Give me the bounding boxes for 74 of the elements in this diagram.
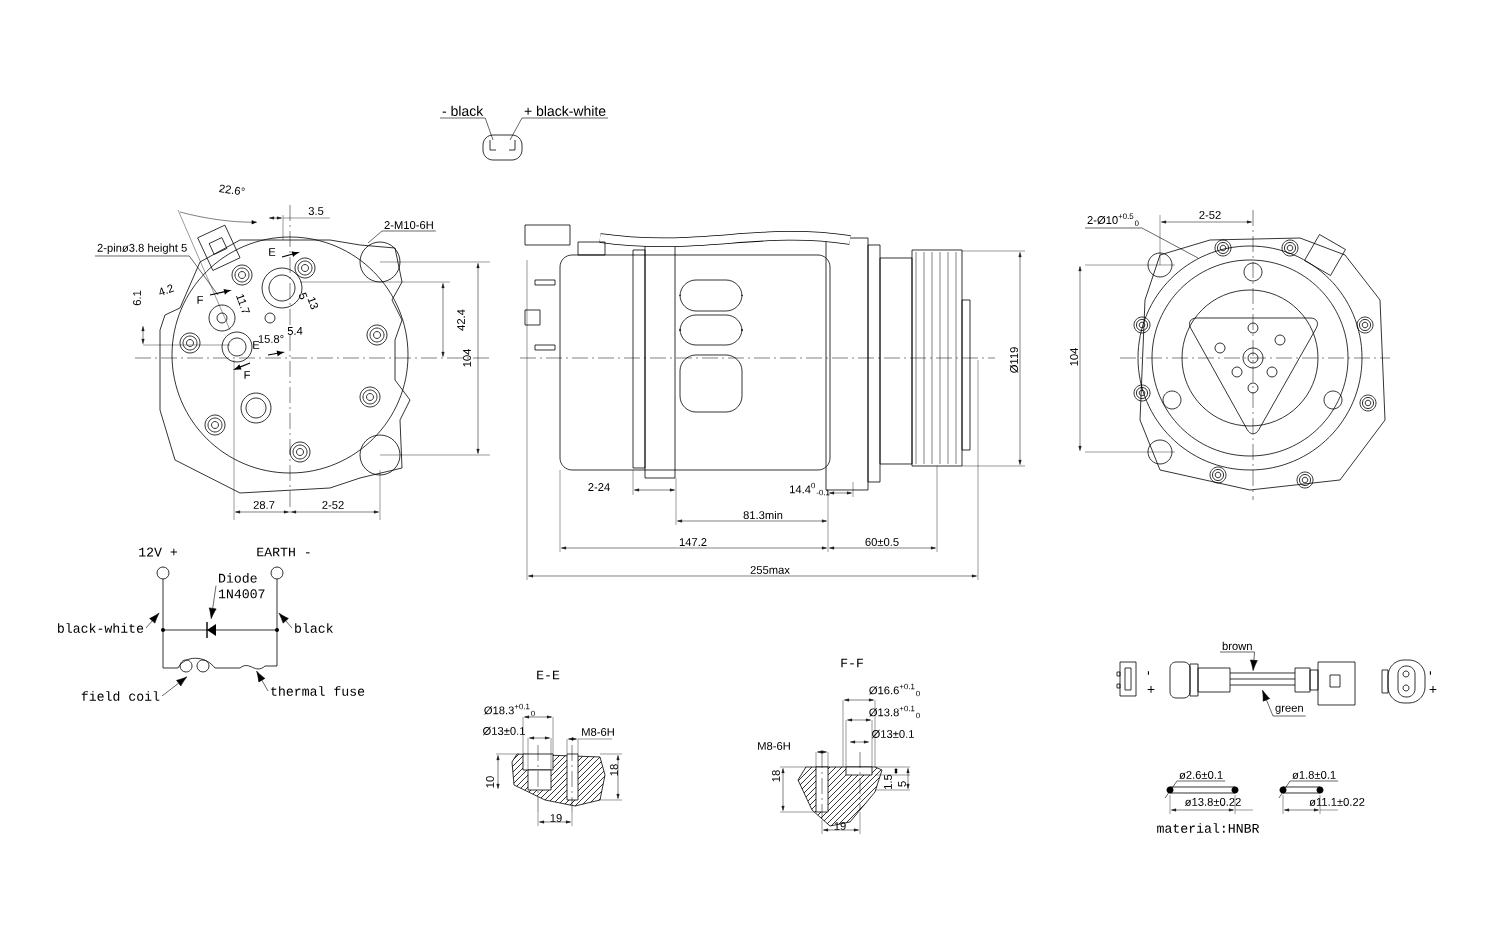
dimension-label: 4.2 (159, 284, 175, 295)
dimension-label: - (1147, 671, 1149, 675)
leader-text: ø1.8±0.1 (1292, 771, 1336, 779)
leader-line (145, 612, 160, 629)
leader-line (1262, 690, 1306, 717)
dimension-label: 60±0.5 (865, 538, 899, 546)
dimension-label: E (269, 248, 276, 256)
dimension-label: Ø13±0.1 (871, 729, 914, 739)
dimension-label: 11.7 (236, 294, 251, 313)
dimension-label: 28.7 (253, 501, 275, 509)
dimension-label: 1.5 (884, 774, 892, 789)
leader-text: field coil (81, 691, 160, 701)
leader-text: thermal fuse (271, 686, 365, 696)
dimension-label: M8-6H (758, 742, 790, 750)
dimension-label: ø13.8±0.22 (1184, 798, 1241, 806)
dimension-label: F (244, 371, 250, 379)
leader-text: brown (1222, 641, 1252, 650)
dimension-label: 42.4 (457, 309, 465, 331)
leader-line (439, 117, 494, 141)
leader-line (256, 670, 269, 692)
dimension-label: - (1429, 671, 1431, 675)
dimension-label: 2-52 (322, 501, 344, 509)
dimension-label: 15.8° (258, 335, 284, 343)
leader-line (1278, 780, 1339, 799)
leader-text: 2-M10-6H (384, 221, 433, 229)
dimension-label: F-F (841, 658, 863, 668)
dimension-label: 10 (486, 776, 494, 788)
leader-text: black (295, 623, 333, 633)
dimension-label: 81.3min (743, 510, 783, 520)
dimension-label: 18 (772, 770, 780, 782)
leader-line (1164, 780, 1226, 799)
dimension-label: 147.2 (679, 538, 707, 546)
leader-line (94, 255, 219, 296)
dimension-label: 18 (610, 764, 618, 776)
dimension-label: Ø119 (1009, 347, 1019, 373)
dimension-label: 2-24 (588, 483, 610, 491)
dimension-label: 104 (463, 349, 471, 367)
dimension-label: Ø13±0.1 (482, 726, 525, 736)
dimension-label: 19 (834, 822, 846, 830)
leader-line (1084, 227, 1199, 259)
dimension-label: E (253, 341, 260, 349)
dimension-label: 5 (898, 781, 906, 787)
dimension-label: EARTH - (257, 547, 310, 557)
dimension-label: 5 (299, 292, 308, 300)
leader-text: + black-white (524, 105, 606, 116)
dimension-label: 13 (307, 297, 318, 310)
leader-text: Diode 1N4007 (218, 573, 265, 599)
leader-text: black-white (58, 623, 144, 633)
dimension-label: material:HNBR (1157, 823, 1260, 833)
dimension-label: 2-52 (1199, 211, 1221, 219)
leader-text: green (1275, 705, 1303, 714)
leader-line (1219, 651, 1258, 671)
dimension-label: 3.5 (308, 207, 324, 215)
dimension-label: + (1429, 686, 1437, 693)
dimension-label: 6.1 (133, 290, 141, 306)
dimension-label: ø11.1±0.22 (1309, 798, 1365, 806)
dimension-label: M8-6H (582, 728, 614, 736)
leader-line (509, 117, 609, 141)
leader-line (161, 676, 188, 697)
dimension-label: 19 (550, 814, 562, 822)
dimension-label: + (1147, 686, 1155, 693)
leader-text: 2-pinø3.8 height 5 (97, 243, 187, 254)
dimension-label: 104 (1070, 348, 1078, 366)
dimension-label: 12V + (139, 547, 178, 557)
leader-text: - black (442, 105, 484, 116)
leader-text: ø2.6±0.1 (1179, 771, 1223, 779)
dimension-label: F (197, 296, 203, 304)
dimension-label: 255max (750, 566, 790, 574)
leader-line (278, 612, 293, 629)
dimension-label: 22.6° (219, 184, 245, 195)
leader-line (208, 585, 217, 619)
dimension-label: E-E (537, 670, 560, 680)
leader-line (367, 230, 437, 244)
dimension-label: 5.4 (287, 327, 303, 335)
